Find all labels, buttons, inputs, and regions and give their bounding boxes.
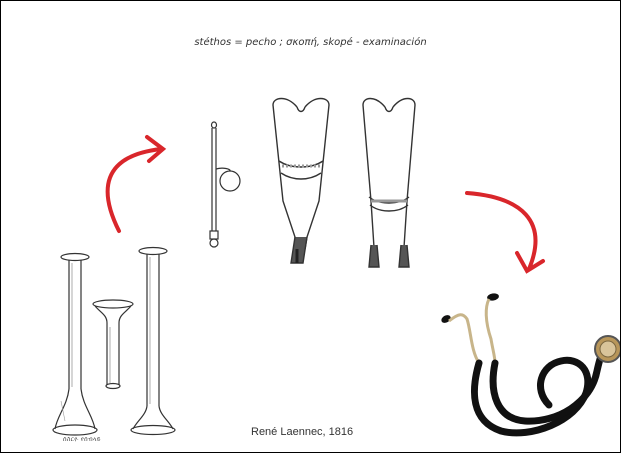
laennec-tube-right-icon bbox=[131, 248, 175, 435]
laennec-tube-small-icon bbox=[93, 300, 133, 389]
tube-illustration-caption: ሰስርዮ የሰብላይ bbox=[63, 436, 101, 444]
laennec-caption: René Laennec, 1816 bbox=[251, 426, 353, 438]
laennec-tube-left-icon bbox=[53, 254, 97, 436]
flexible-monaural-stethoscope-icon bbox=[210, 122, 240, 247]
red-arrow-down-icon bbox=[467, 193, 543, 271]
modern-stethoscope-icon bbox=[440, 293, 620, 433]
binaural-stethoscope-2-icon bbox=[363, 99, 415, 268]
red-arrow-up-icon bbox=[108, 137, 163, 231]
binaural-stethoscope-1-icon bbox=[273, 99, 329, 264]
